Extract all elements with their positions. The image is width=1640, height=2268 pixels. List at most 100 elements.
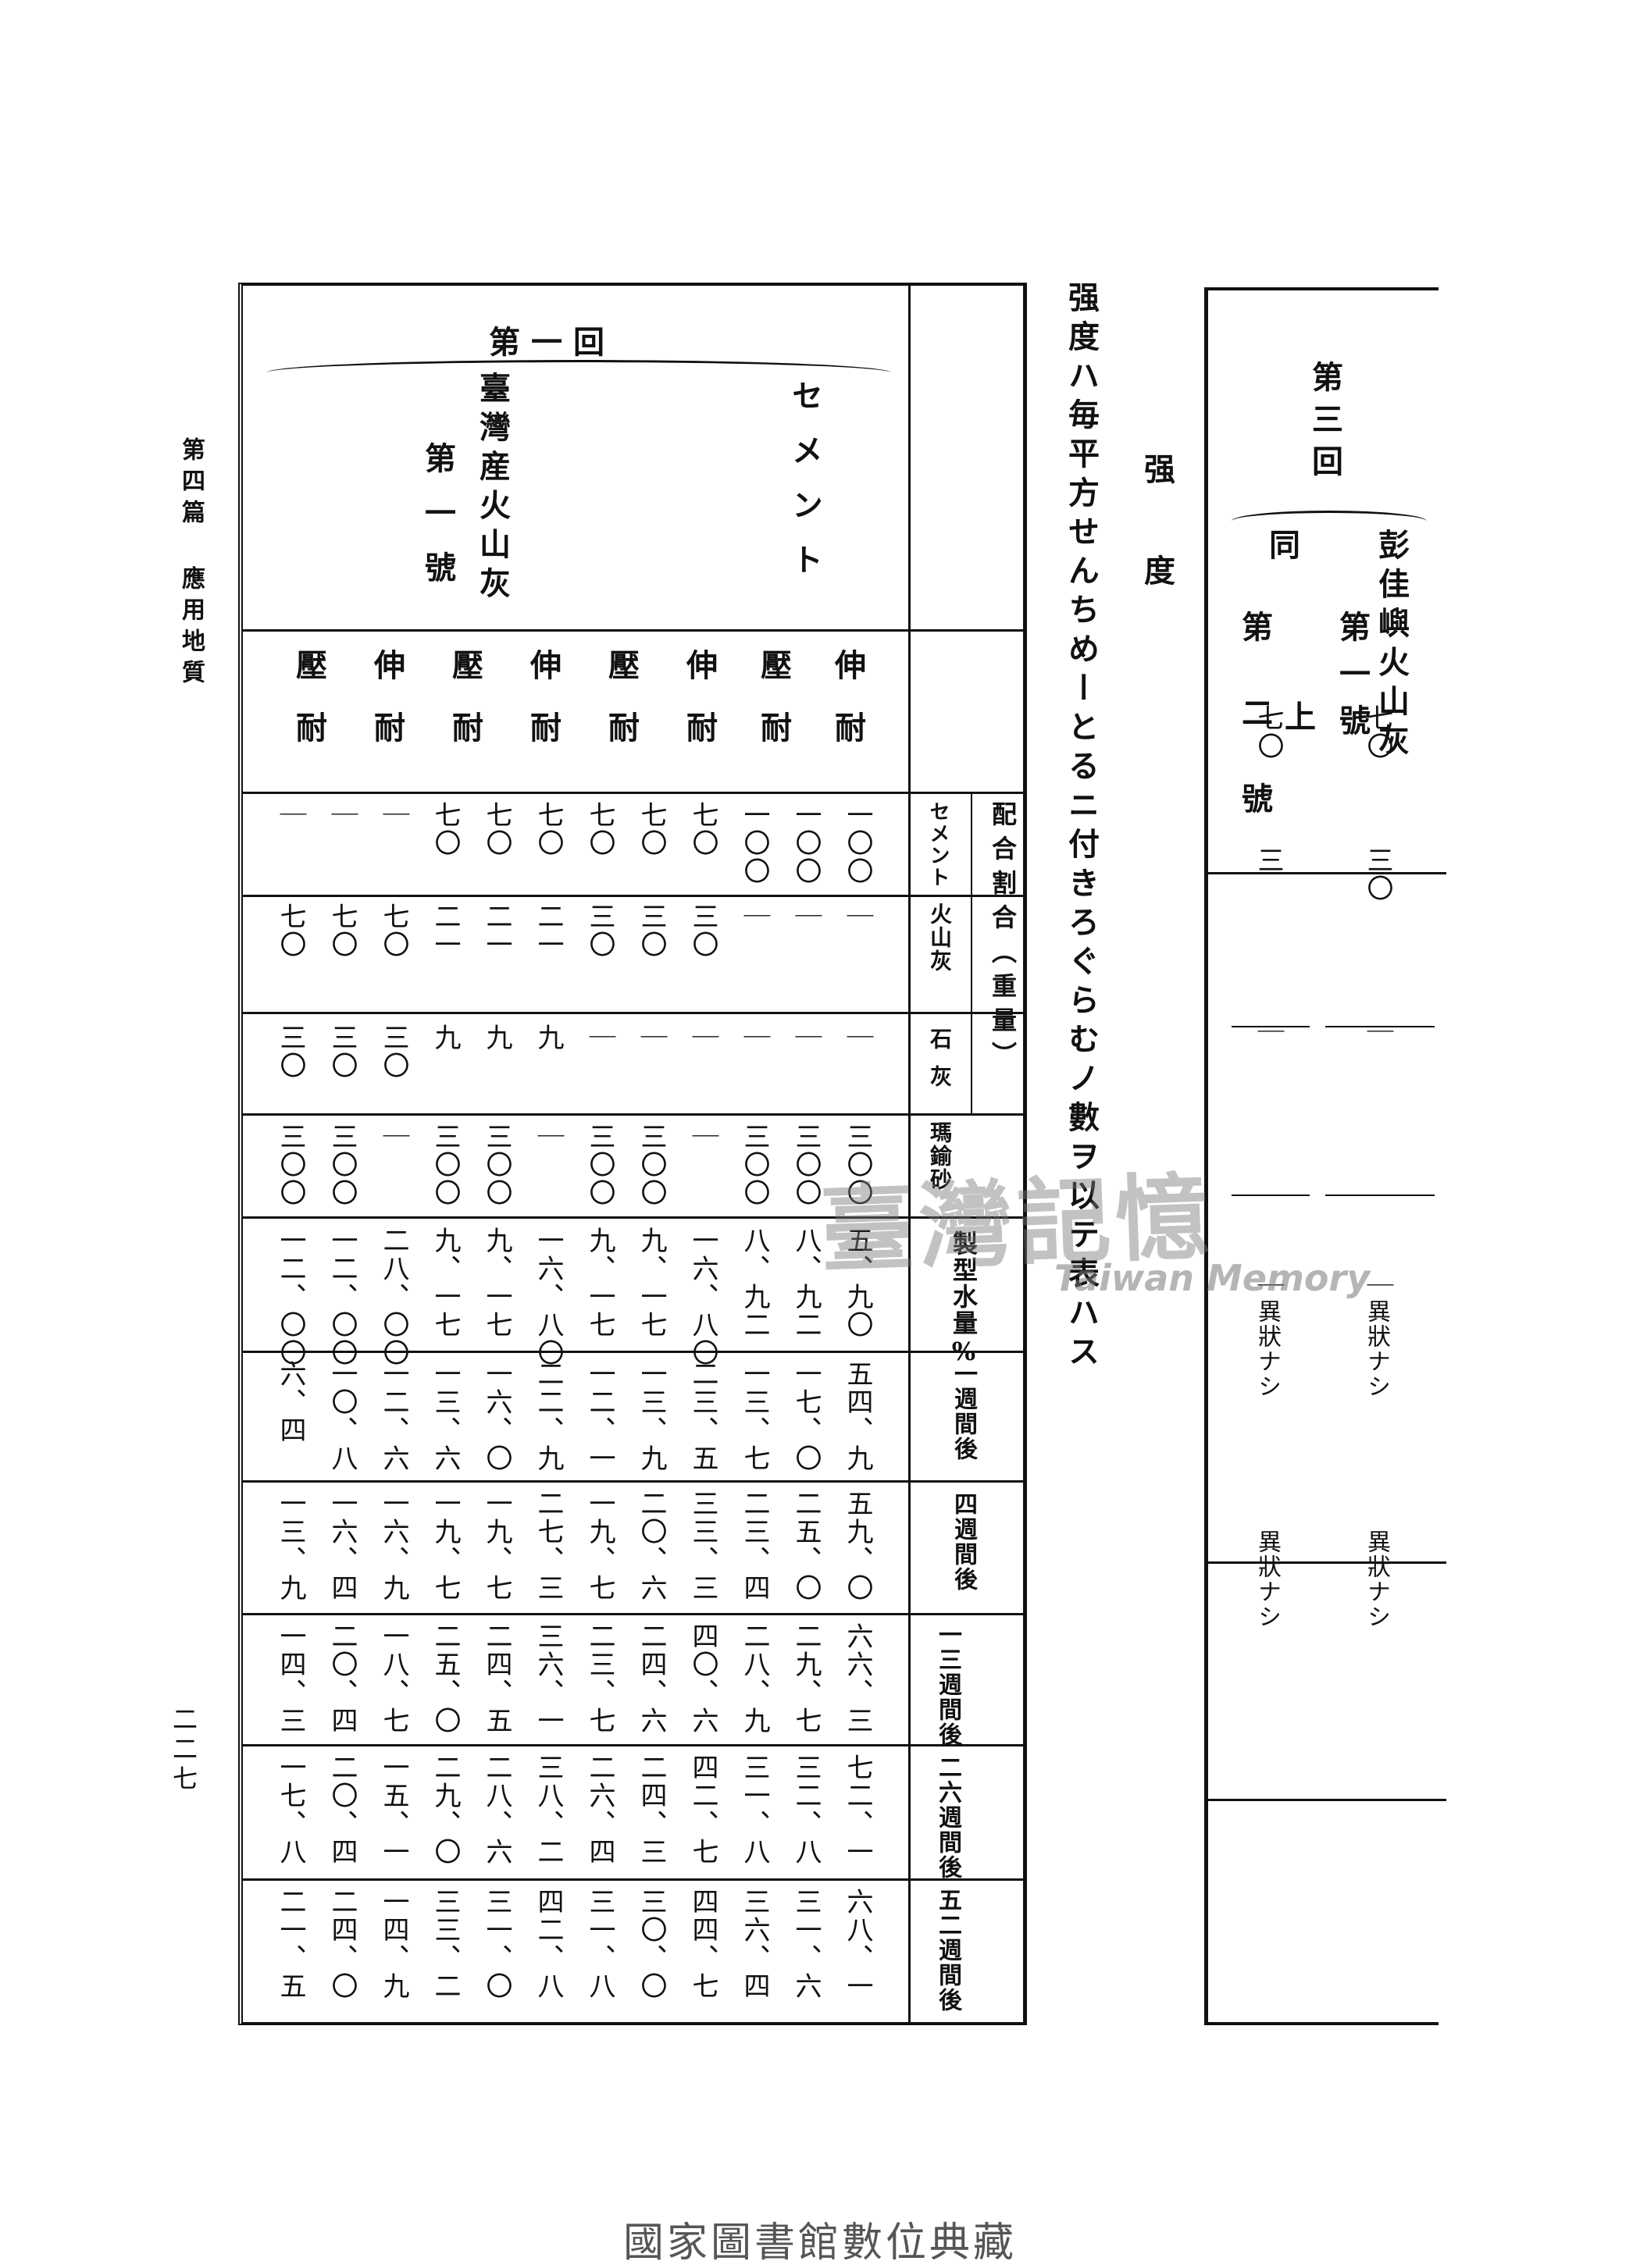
round-three-cell: 異狀ナシ xyxy=(1253,1299,1281,1399)
table-cell: ｜ xyxy=(378,801,409,829)
table-cell: 三一、〇 xyxy=(481,1888,512,2000)
round-three-cell: ｜ xyxy=(1362,1018,1393,1046)
table-cell: ｜ xyxy=(842,1024,873,1052)
table-cell: 二一 xyxy=(430,903,461,959)
test-label: 伸耐 xyxy=(525,649,562,774)
table-cell: ｜ xyxy=(636,1024,667,1052)
round-three-table: 第三回 彭佳嶼火山灰 第一號 同 上 第二號 七〇三〇｜｜異狀ナシ異狀ナシ七〇三… xyxy=(1204,287,1446,2025)
table-cell: 一九、七 xyxy=(430,1490,461,1602)
test-label: 壓耐 xyxy=(291,649,327,774)
table-cell: 三〇 xyxy=(378,1024,409,1080)
test-label: 壓耐 xyxy=(755,649,792,774)
table-cell: 一三、九 xyxy=(636,1360,667,1472)
table-cell: 二六、四 xyxy=(584,1754,615,1866)
table-cell: 一〇、八 xyxy=(326,1360,358,1472)
table-cell: 二一 xyxy=(481,903,512,959)
col-b-number: 第二號 xyxy=(1236,611,1273,868)
table-cell: ｜ xyxy=(326,801,358,829)
table-cell: 四〇、六 xyxy=(687,1622,718,1735)
table-cell: 一四、九 xyxy=(378,1888,409,2000)
table-cell: ｜ xyxy=(790,903,822,931)
row-label-lime: 石灰 xyxy=(927,1027,953,1102)
test-label: 壓耐 xyxy=(447,649,483,774)
round-three-cell: 異狀ナシ xyxy=(1253,1529,1281,1629)
table-cell: ｜ xyxy=(533,1123,564,1151)
table-cell: 二三、五 xyxy=(687,1360,718,1472)
col-b-title: 同 xyxy=(1264,529,1300,568)
round-three-cell: 七〇 xyxy=(1362,704,1393,760)
table-cell: 三〇〇 xyxy=(842,1123,873,1207)
table-cell: 一六、九 xyxy=(378,1490,409,1602)
group-ash-number: 第一號 xyxy=(419,442,456,606)
round-three-cell: 七〇 xyxy=(1253,704,1284,760)
round-three-cell: ｜ xyxy=(1253,1018,1284,1046)
table-cell: 二〇、四 xyxy=(326,1622,358,1735)
group-ash: 臺灣産火山灰 xyxy=(474,372,511,606)
table-cell: 二五、〇 xyxy=(790,1490,822,1602)
table-cell: 三〇 xyxy=(636,903,667,959)
round-label: 第一回 xyxy=(489,324,615,361)
round-three-cell: ｜ xyxy=(1362,1272,1393,1300)
table-cell: 一二、〇〇 xyxy=(275,1227,306,1367)
table-cell: 三〇 xyxy=(687,903,718,959)
table-cell: 九 xyxy=(430,1024,461,1052)
table-cell: 四二、七 xyxy=(687,1754,718,1866)
table-cell: 五九、〇 xyxy=(842,1490,873,1602)
table-cell: 七〇 xyxy=(687,801,718,857)
round-three-cell: ｜ xyxy=(1253,1272,1284,1300)
table-cell: 一九、七 xyxy=(481,1490,512,1602)
table-cell: 三三、二 xyxy=(430,1888,461,2000)
row-label-4week: 四週間後 xyxy=(950,1492,977,1592)
table-cell: 一〇〇 xyxy=(790,801,822,885)
row-label-52week: 五二週間後 xyxy=(934,1888,961,2013)
round-three-cell: 三〇 xyxy=(1362,846,1393,903)
table-cell: 三〇〇 xyxy=(739,1123,770,1207)
table-cell: 二〇、四 xyxy=(326,1754,358,1866)
round-three-cell: 三 xyxy=(1253,846,1284,874)
table-cell: 三八、二 xyxy=(533,1754,564,1866)
table-cell: 二八、〇〇 xyxy=(378,1227,409,1367)
table-cell: 八、九二 xyxy=(739,1227,770,1339)
table-cell: 一八、七 xyxy=(378,1622,409,1735)
table-cell: 二〇、六 xyxy=(636,1490,667,1602)
table-cell: 六、四 xyxy=(275,1360,306,1444)
table-cell: 一三、七 xyxy=(739,1360,770,1472)
table-cell: ｜ xyxy=(275,801,306,829)
table-cell: 七〇 xyxy=(430,801,461,857)
table-cell: ｜ xyxy=(739,903,770,931)
table-cell: 二四、六 xyxy=(636,1622,667,1735)
table-cell: 二二、九 xyxy=(533,1360,564,1472)
table-cell: 七二、一 xyxy=(842,1754,873,1866)
test-label: 伸耐 xyxy=(681,649,718,774)
row-label-ash: 火山灰 xyxy=(927,903,953,973)
row-label-1week: 一週間後 xyxy=(950,1362,977,1462)
table-cell: 一六、四 xyxy=(326,1490,358,1602)
table-cell: 三〇〇 xyxy=(584,1123,615,1207)
table-cell: 九、一七 xyxy=(430,1227,461,1339)
row-label-water: 製型水量% xyxy=(949,1230,979,1368)
table-cell: 九、一七 xyxy=(481,1227,512,1339)
table-cell: 七〇 xyxy=(584,801,615,857)
table-cell: 七〇 xyxy=(636,801,667,857)
table-cell: 一〇〇 xyxy=(842,801,873,885)
test-label: 伸耐 xyxy=(369,649,405,774)
table-cell: 七〇 xyxy=(481,801,512,857)
table-cell: 九、一七 xyxy=(584,1227,615,1339)
table-cell: 九 xyxy=(533,1024,564,1052)
table-cell: 四二、八 xyxy=(533,1888,564,2000)
table-cell: 二三、七 xyxy=(584,1622,615,1735)
table-cell: ｜ xyxy=(790,1024,822,1052)
col-a-title: 彭佳嶼火山灰 xyxy=(1373,529,1410,763)
table-cell: 三一、六 xyxy=(790,1888,822,2000)
table-cell: 六八、一 xyxy=(842,1888,873,2000)
watermark-en: Taiwan Memory xyxy=(1054,1257,1371,1299)
table-cell: 二四、三 xyxy=(636,1754,667,1866)
table-cell: 三〇 xyxy=(584,903,615,959)
row-label-26week: 二六週間後 xyxy=(934,1755,961,1880)
table-cell: 二九、七 xyxy=(790,1622,822,1735)
table-cell: 三六、四 xyxy=(739,1888,770,2000)
test-label: 伸耐 xyxy=(829,649,866,774)
table-cell: 七〇 xyxy=(275,903,306,959)
table-cell: ｜ xyxy=(739,1024,770,1052)
table-cell: 三〇、〇 xyxy=(636,1888,667,2000)
